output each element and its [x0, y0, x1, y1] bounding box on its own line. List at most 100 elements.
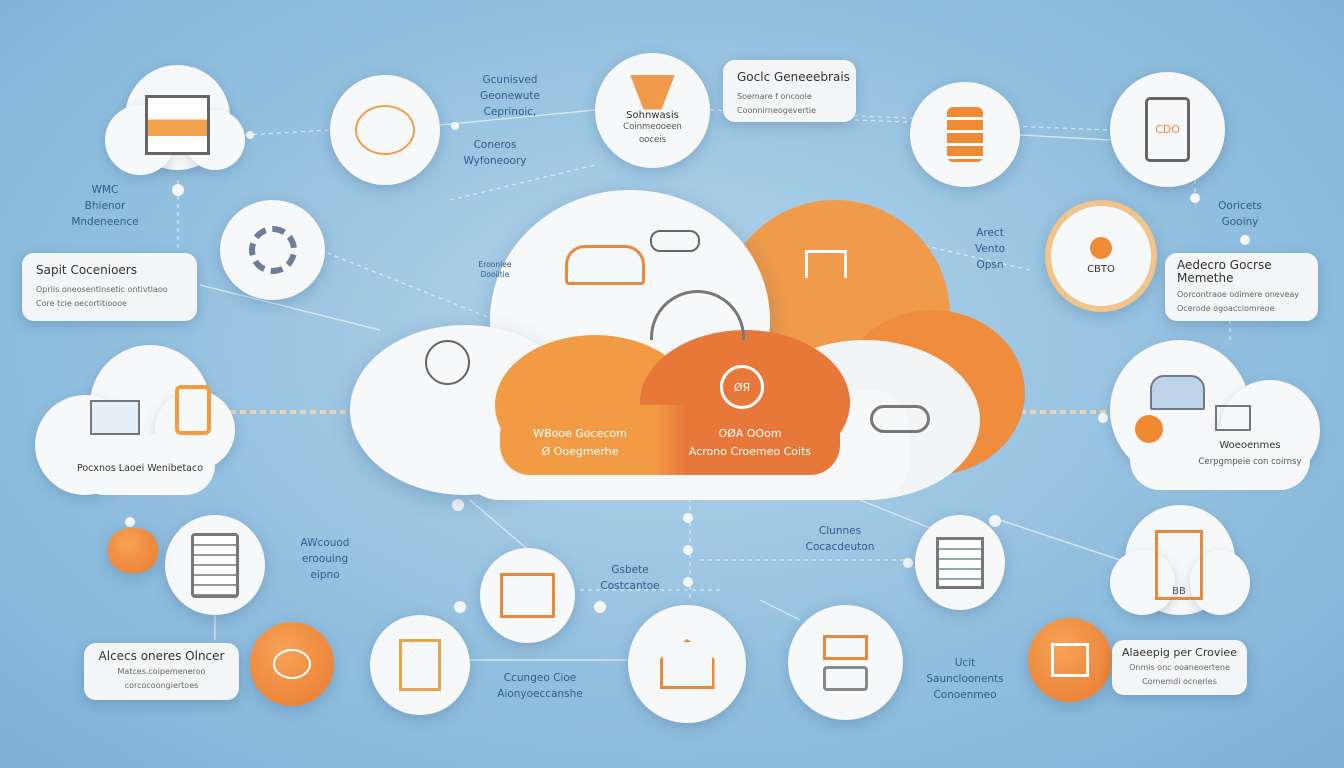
node-files[interactable] [370, 615, 470, 715]
card-icon [823, 634, 868, 660]
server-icon [650, 230, 700, 252]
document-icon [145, 95, 210, 155]
card-line: Opriis oneosentinsetic ontivtlaoo [36, 285, 168, 294]
monitor-orange-icon [500, 573, 555, 618]
label-line: Costcantoe [600, 580, 660, 592]
info-card: Alaeepig per Croviee Onmis onc ooaneoert… [1112, 640, 1247, 695]
checklist-icon [191, 532, 239, 598]
monitor-icon [1215, 405, 1251, 431]
label-line: Aionyoeccanshe [497, 688, 583, 700]
left-cloud-title: Pocxnos Laoei Wenibetaco [76, 463, 204, 474]
top-center-title: Sohnwasis [626, 109, 679, 121]
node-analytics[interactable] [330, 75, 440, 185]
house-icon [659, 639, 715, 689]
right-cloud-sub: Cerpgmpeie con coirnsy [1198, 457, 1302, 467]
label-line: eroouing [301, 553, 349, 565]
node-right-cloud[interactable]: Woeoenmes Cerpgmpeie con coirnsy [1110, 340, 1320, 490]
files-badge: BB [1172, 586, 1186, 597]
central-right-title: OØA OOom [718, 427, 782, 440]
label-line: Dooiitie [480, 270, 510, 279]
node-checklist[interactable] [165, 515, 265, 615]
label-line: Geonewute [480, 90, 540, 102]
label-line: Eroonlee [478, 260, 512, 269]
files-icon: BB [1155, 530, 1203, 600]
label-line: Bhienor [84, 200, 126, 212]
central-left-title: WBooe Gocecom [533, 427, 627, 440]
label-line: Sauncloonents [926, 673, 1004, 685]
badge-text: ØЯ [733, 380, 751, 394]
info-card: Sapit Cocenioers Opriis oneosentinsetic … [22, 253, 197, 321]
ring-badge: CBTO [1087, 264, 1115, 275]
central-left-sub: Ø Ooegmerhe [541, 445, 619, 458]
card-line: Coonnirneogevertie [737, 106, 816, 115]
label-line: Ooricets [1218, 200, 1262, 212]
top-center-line: ooceis [638, 134, 667, 145]
node-house[interactable] [628, 605, 746, 723]
node-gear[interactable] [220, 200, 325, 300]
device-badge: CDO [1155, 123, 1180, 136]
label-line: Cocacdeuton [805, 541, 875, 553]
floating-label: AWcouod eroouing eipno [290, 535, 360, 583]
label-line: Gcunisved [482, 74, 538, 86]
label-line: Ceprinoic, [483, 106, 537, 118]
device-icon: CDO [1145, 97, 1190, 162]
card-line: Core tcie oecortitioooe [36, 299, 128, 308]
label-line: Opsn [976, 259, 1004, 271]
label-line: Gsbete [611, 564, 649, 576]
node-top-right[interactable]: CDO [1110, 72, 1225, 187]
label-line: eipno [310, 569, 340, 581]
card-line: Oorcontraoe odimere oneveay [1177, 290, 1300, 299]
node-orange-brain[interactable] [250, 622, 334, 706]
node-ring[interactable]: CBTO [1045, 200, 1157, 312]
node-left-cloud[interactable]: Pocxnos Laoei Wenibetaco [35, 345, 235, 495]
info-card: Aedecro Gocrse Memethe Oorcontraoe odime… [1165, 253, 1318, 321]
top-center-line: Coinmeooeen [623, 121, 682, 132]
cloud-upload-icon [565, 245, 645, 285]
phone-icon [175, 385, 211, 435]
central-right-sub: Acrono Croemeo Coits [688, 445, 812, 458]
card-line: Ocerode ogoacciomreoe [1177, 304, 1275, 313]
lock-icon [823, 665, 868, 691]
building-icon [805, 250, 847, 278]
label-line: Mndeneence [71, 216, 139, 228]
node-cloud-orange-small[interactable] [108, 528, 158, 573]
label-line: Arect [976, 227, 1004, 239]
toggle-icon [870, 405, 930, 433]
dashboard-icon [1051, 643, 1089, 677]
info-card: Alcecs oneres Olncer Matces.coipemeneroo… [84, 643, 239, 700]
laptop-icon [90, 400, 140, 435]
card-title: Alaeepig per Croviee [1122, 646, 1237, 659]
node-monitor-orange[interactable] [480, 548, 575, 643]
person-icon [630, 74, 675, 110]
card-line: Matces.coipemeneroo [117, 667, 206, 676]
key-icon [1090, 237, 1112, 259]
label-line: Conoenmeo [933, 689, 997, 701]
label-line: Vento [974, 243, 1006, 255]
node-lock[interactable] [788, 605, 903, 720]
node-top-center[interactable]: Sohnwasis Coinmeooeen ooceis [595, 53, 710, 168]
card-line: Onmis onc ooaneoertene [1129, 663, 1230, 672]
label-line: AWcouod [300, 537, 350, 549]
label-line: Clunnes [818, 525, 862, 537]
node-bottom-right-cloud[interactable]: BB [1110, 505, 1250, 620]
label-line: WMC [91, 184, 119, 196]
magnifier-chart-icon [355, 105, 415, 155]
node-orange-dashboard[interactable] [1028, 618, 1112, 702]
node-document-cloud[interactable] [105, 65, 245, 180]
card-line: Comemdi ocneries [1142, 677, 1217, 686]
right-cloud-title: Woeoenmes [1219, 440, 1281, 451]
card-title: Goclc Geneeebrais [737, 70, 850, 84]
globe-icon [425, 340, 470, 385]
cloud-server-icon [1150, 375, 1205, 410]
node-server[interactable] [915, 515, 1005, 610]
node-stack[interactable] [910, 82, 1020, 187]
gear-orange-icon [1135, 415, 1163, 443]
label-line: Coneros [473, 139, 517, 151]
